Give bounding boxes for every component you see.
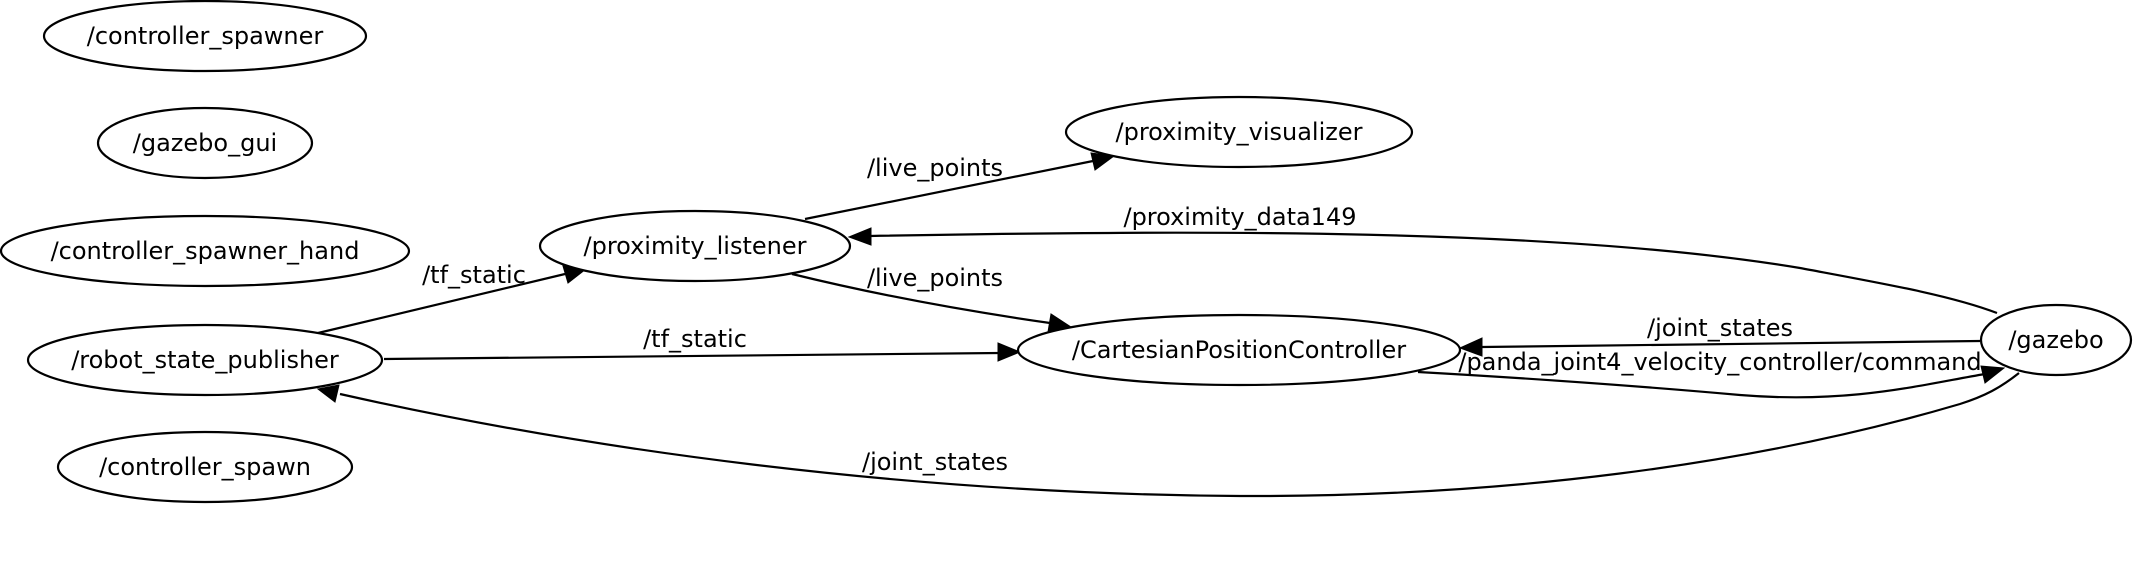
edge-label: /proximity_data149 [1123,203,1356,231]
node-robot-state-publisher[interactable]: /robot_state_publisher [26,323,384,397]
edge-label: /tf_static [422,261,526,289]
node-controller-spawner[interactable]: /controller_spawner [42,0,368,73]
edge-tf-static-to-cartesian-controller: /tf_static [383,325,1022,362]
node-label: /proximity_visualizer [1116,118,1363,146]
edge-joint-states-to-robot-state-publisher: /joint_states [316,372,2020,498]
node-label: /gazebo [2008,326,2103,354]
node-label: /robot_state_publisher [71,346,339,374]
node-controller-spawner-hand[interactable]: /controller_spawner_hand [0,214,411,288]
node-label: /controller_spawner_hand [51,237,360,265]
edge-label: /panda_joint4_velocity_controller/comman… [1458,348,1981,376]
node-label: /CartesianPositionController [1072,336,1406,364]
edge-joint-states-to-cartesian-controller: /joint_states [1458,314,1981,357]
edge-velocity-command-to-gazebo: /panda_joint4_velocity_controller/comman… [1417,348,2006,399]
node-gazebo[interactable]: /gazebo [1979,303,2133,377]
edge-live-points-to-visualizer: /live_points [804,152,1116,221]
edge-label: /live_points [867,264,1003,292]
edge-proximity-data-to-listener: /proximity_data149 [847,203,1998,315]
edge-tf-static-to-proximity-listener: /tf_static [317,261,588,335]
edge-label: /tf_static [643,325,747,353]
edge-live-points-to-cartesian-controller: /live_points [791,264,1073,333]
node-label: /gazebo_gui [133,129,277,157]
node-cartesian-position-controller[interactable]: /CartesianPositionController [1016,313,1462,387]
node-controller-spawn[interactable]: /controller_spawn [56,430,354,504]
edge-label: /joint_states [862,448,1008,476]
node-label: /proximity_listener [584,232,807,260]
edge-label: /joint_states [1647,314,1793,342]
node-gazebo-gui[interactable]: /gazebo_gui [96,106,314,180]
edge-label: /live_points [867,154,1003,182]
node-proximity-listener[interactable]: /proximity_listener [538,209,852,283]
node-label: /controller_spawn [99,453,311,481]
node-proximity-visualizer[interactable]: /proximity_visualizer [1064,95,1414,169]
node-label: /controller_spawner [87,22,324,50]
